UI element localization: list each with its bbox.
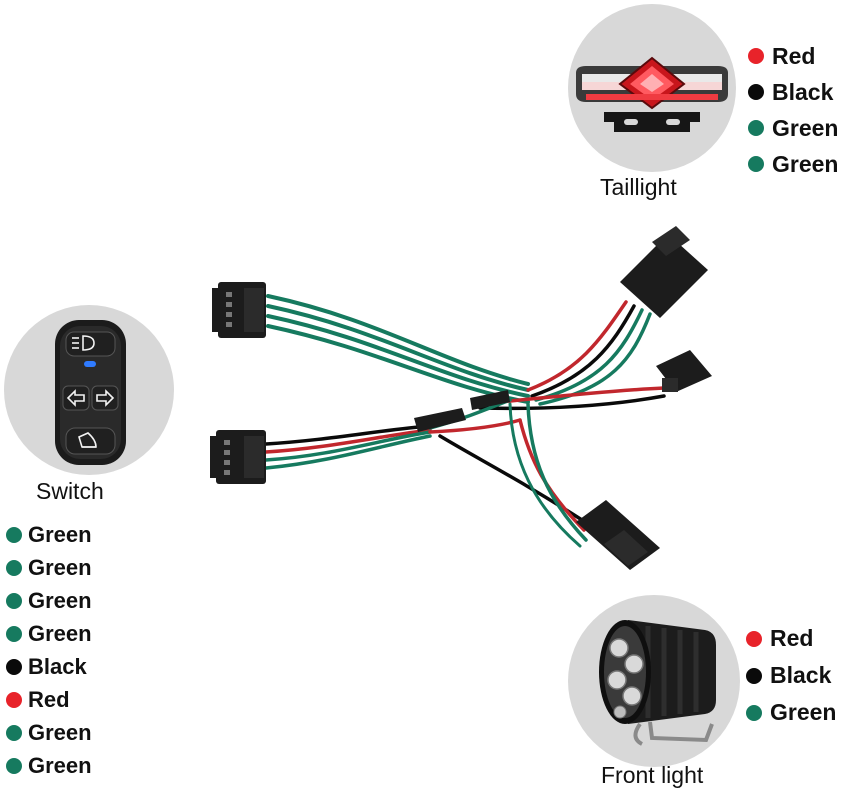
wire-color-dot [6,724,22,741]
wire-color-label: Red [770,625,814,651]
right-arrow-icon [96,389,115,407]
wire-legend-item: Red [6,683,92,716]
wire-color-dot [746,630,762,647]
left-arrow-icon [66,389,85,407]
wire-legend-item: Green [6,749,92,782]
wire-color-label: Red [28,686,70,712]
wire-color-dot [746,667,762,684]
wire-color-dot [746,704,762,721]
horn-icon [78,432,97,448]
wire-color-dot [6,691,22,708]
wire-color-label: Green [770,699,837,725]
wire-legend-item: Black [748,74,838,110]
wire-color-label: Red [772,42,816,69]
wire-legend-item: Black [746,657,836,694]
wire-legend-item: Green [746,694,836,731]
wire-legend-item: Red [748,38,838,74]
wire-legend-item: Green [6,551,92,584]
wire-color-label: Green [28,620,92,646]
wire-color-label: Green [28,521,92,547]
connector-lower-left [210,430,266,484]
connector-upper-left [212,282,266,338]
splice-sleeve [414,390,510,432]
wire-color-dot [6,757,22,774]
wire-legend-item: Green [6,716,92,749]
wire-color-label: Green [28,554,92,580]
front-light-icon [568,595,740,767]
wire-color-label: Green [772,150,839,177]
wire-legend-item: Green [6,584,92,617]
wire-color-dot [748,84,764,100]
wire-color-label: Black [770,662,832,688]
switch-label: Switch [36,478,104,504]
wire-legend-item: Green [6,617,92,650]
wire-color-label: Black [28,653,87,679]
wire-color-dot [6,625,22,642]
wire-legend-item: Black [6,650,92,683]
wire-color-dot [6,658,22,675]
wire-legend-item: Green [6,518,92,551]
front-light-label: Front light [601,762,704,788]
wire-color-dot [6,592,22,609]
wire-color-label: Green [28,587,92,613]
wire-legend-item: Red [746,620,836,657]
wire-legend-item: Green [748,146,838,182]
wire-color-dot [748,120,764,136]
wire-harness [264,294,666,548]
switch-icon [4,305,174,475]
connector-upper-right [620,226,708,318]
taillight-label: Taillight [600,174,677,200]
connector-small-right [656,350,712,392]
connector-bottom [576,500,660,570]
wire-color-label: Green [28,719,92,745]
taillight-icon [568,4,736,172]
wire-color-label: Green [28,752,92,778]
wire-color-dot [748,156,764,172]
wire-legend-item: Green [748,110,838,146]
headlight-icon [72,335,95,351]
wire-color-dot [6,526,22,543]
wire-color-dot [6,559,22,576]
wire-color-dot [748,48,764,64]
wire-color-label: Black [772,78,834,105]
wire-color-label: Green [772,114,839,141]
